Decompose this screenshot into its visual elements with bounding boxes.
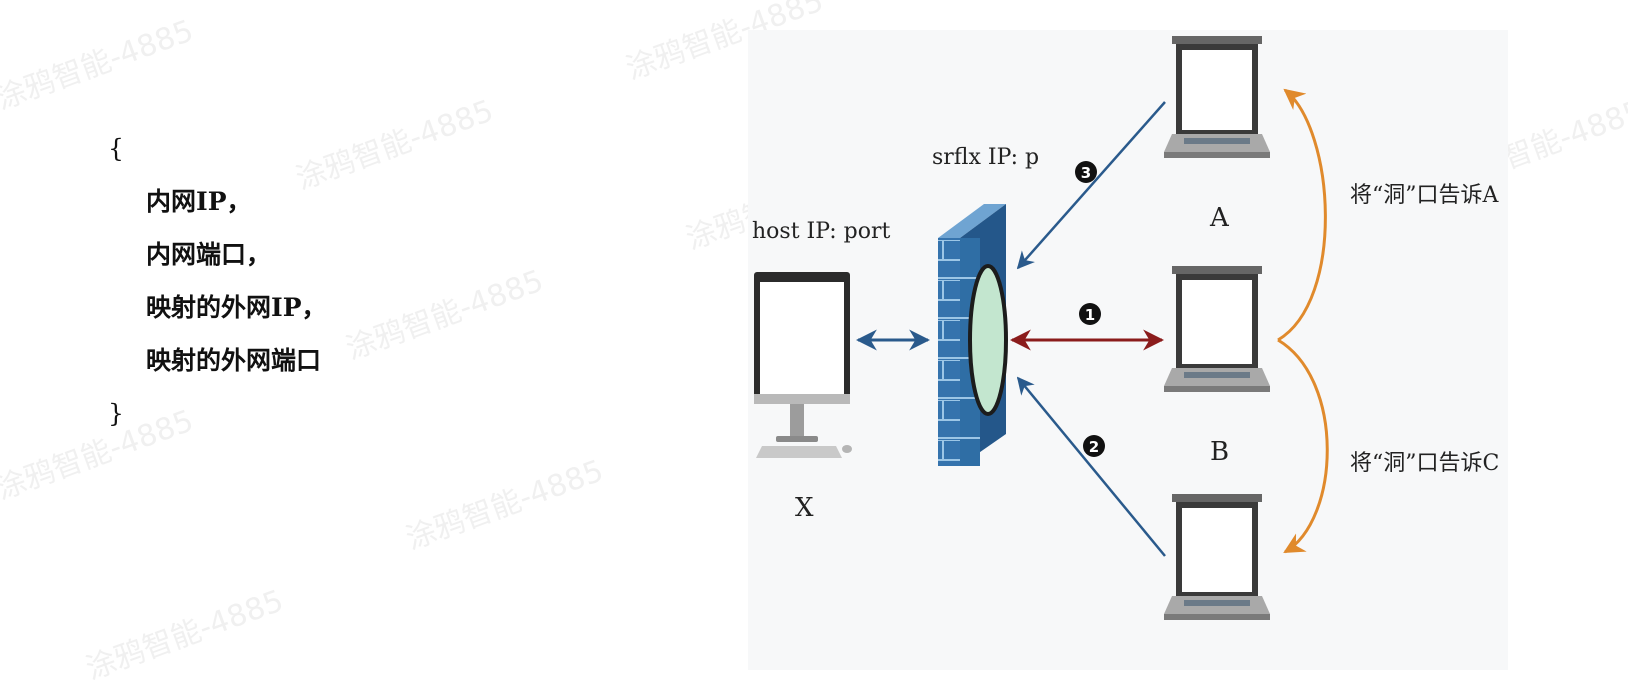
laptop-a-icon — [1164, 36, 1270, 158]
srflx-label: srflx IP: p — [932, 145, 1039, 170]
field-mapped-port: 映射的外网端口 — [146, 346, 322, 375]
laptop-b-icon — [1164, 266, 1270, 392]
step2-number: 2 — [1089, 438, 1099, 456]
tell-a-label: 将“洞”口告诉A — [1350, 183, 1499, 208]
step2-badge: 2 — [1083, 435, 1105, 457]
tell-a-arrow — [1277, 88, 1327, 342]
field-internal-ip: 内网IP， — [146, 187, 252, 216]
tell-c-arrow — [1277, 338, 1329, 554]
laptop-c-icon — [1164, 494, 1270, 620]
candidate-struct: { 内网IP， 内网端口， 映射的外网IP， 映射的外网端口 } — [108, 122, 327, 440]
node-b-label: B — [1210, 437, 1229, 467]
desktop-x-icon — [754, 272, 852, 458]
step3-number: 3 — [1081, 164, 1091, 182]
nat-hole-punch-diagram: host IP: port X srflx IP: p A B — [748, 30, 1508, 670]
tell-c-label: 将“洞”口告诉C — [1350, 451, 1499, 476]
node-x-label: X — [795, 493, 814, 523]
step1-number: 1 — [1085, 306, 1095, 324]
step2-arrow — [1016, 376, 1166, 557]
close-brace: } — [108, 399, 124, 428]
firewall-icon — [938, 204, 1008, 466]
step1-badge: 1 — [1079, 303, 1101, 325]
step3-arrow — [1016, 101, 1166, 270]
field-internal-port: 内网端口， — [146, 240, 272, 269]
host-ip-label: host IP: port — [752, 219, 890, 244]
field-mapped-ip: 映射的外网IP， — [146, 293, 327, 322]
diagram-background — [748, 30, 1508, 670]
node-a-label: A — [1209, 203, 1230, 233]
step3-badge: 3 — [1075, 161, 1097, 183]
open-brace: { — [108, 134, 124, 163]
